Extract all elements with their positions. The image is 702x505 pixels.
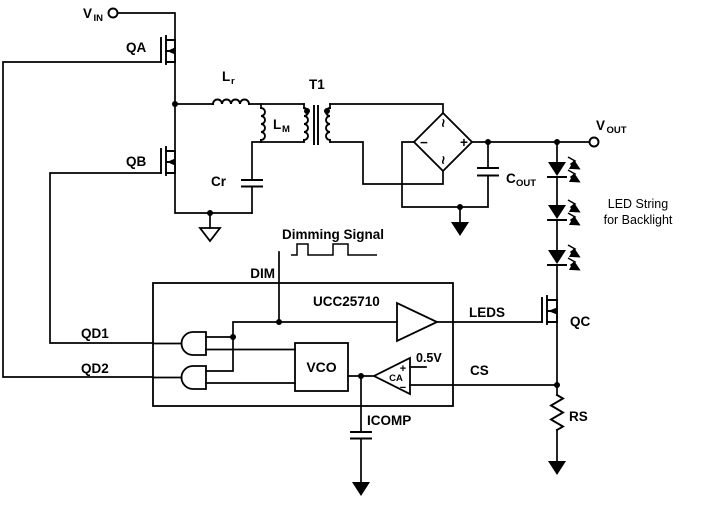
ca-label: CA (389, 373, 403, 384)
inductor-lr: L r (212, 69, 250, 105)
t1-primary-winding (303, 107, 309, 141)
mosfet-qa: QA (126, 35, 176, 65)
vco-label: VCO (306, 359, 336, 375)
vout-label: V (596, 118, 605, 133)
led-1 (548, 162, 566, 176)
icomp-capacitor (350, 431, 372, 440)
mosfet-qc: QC (541, 295, 591, 329)
bridge-rectifier: ~ ~ − + (412, 111, 474, 173)
cs-pin-label: CS (470, 363, 489, 378)
qd2-pin-label: QD2 (81, 361, 109, 376)
led-3 (548, 250, 566, 264)
bridge-minus: − (420, 135, 428, 150)
mosfet-qb: QB (126, 146, 176, 176)
lr-label-sub: r (231, 76, 235, 87)
led-string: LED String for Backlight (547, 141, 673, 301)
controller-part-number: UCC25710 (313, 294, 380, 309)
vout-terminal-circle (588, 136, 600, 148)
wire-primary-to-cr (251, 141, 305, 181)
ground-symbol-open (198, 227, 222, 243)
dimming-signal-label: Dimming Signal (282, 227, 384, 242)
dimming-waveform (291, 243, 377, 256)
wire-qb-source-rail (174, 172, 253, 214)
bridge-ac-top: ~ (434, 119, 451, 128)
cout-label: C (506, 171, 516, 186)
bridge-ac-bottom: ~ (434, 156, 451, 165)
ca-minus: − (400, 382, 406, 394)
led-caption-line1: LED String (608, 197, 668, 211)
led-2 (548, 205, 566, 219)
qa-label: QA (126, 40, 147, 55)
vco-block: VCO (294, 342, 349, 392)
qc-label: QC (570, 314, 591, 329)
vin-terminal: V IN (83, 6, 119, 24)
junction-dim (276, 319, 282, 325)
led-1-light-arrow (567, 169, 581, 183)
led-1-light-arrow (567, 156, 581, 170)
icomp-network: ICOMP (350, 375, 411, 496)
qb-body-arrow (167, 158, 175, 166)
dimming-signal-annotation: Dimming Signal (282, 227, 384, 256)
leds-pin-label: LEDS (469, 305, 505, 320)
qc-body-arrow (548, 307, 557, 315)
wire-secondary-top (329, 103, 444, 114)
led-3-light-arrow (567, 244, 581, 258)
error-amp-ca: CA + − 0.5V (371, 351, 442, 396)
lm-label: L (273, 117, 281, 132)
capacitor-cr: Cr (211, 174, 263, 214)
gate-driver-buffer (396, 301, 440, 343)
led-2-light-arrow (567, 199, 581, 213)
t1-primary-dot (304, 108, 310, 114)
wire-vin-to-qa (116, 12, 176, 41)
ground-symbol-filled (352, 482, 370, 496)
cr-label: Cr (211, 174, 227, 189)
and-gate-qd1 (152, 331, 296, 356)
inductor-lm: L M (260, 103, 290, 143)
secondary-ground (451, 206, 469, 236)
icomp-pin-label: ICOMP (367, 413, 411, 428)
rs-label: RS (569, 409, 588, 424)
vin-label-sub: IN (94, 13, 104, 24)
capacitor-cout: C OUT (477, 141, 536, 189)
ground-symbol-filled (451, 222, 469, 236)
led-3-light-arrow (567, 257, 581, 271)
controller-block (152, 282, 454, 407)
t1-secondary-winding (325, 107, 331, 141)
wire-qd1-to-qb-gate (49, 172, 162, 344)
t1-label: T1 (309, 77, 325, 92)
t1-secondary-dot (324, 108, 330, 114)
dim-pin-label: DIM (250, 266, 275, 281)
ca-plus: + (400, 363, 406, 375)
qb-label: QB (126, 154, 147, 169)
vref-label: 0.5V (416, 351, 442, 365)
lr-label: L (222, 69, 230, 84)
led-2-light-arrow (567, 212, 581, 226)
vin-label: V (83, 6, 92, 21)
lm-label-sub: M (282, 124, 290, 135)
ground-symbol-filled (548, 461, 566, 475)
vin-terminal-circle (107, 7, 119, 19)
vout-label-sub: OUT (607, 125, 627, 136)
transformer-t1: T1 (303, 77, 331, 145)
primary-ground (198, 212, 222, 243)
wire-bridge-neg-rail (401, 141, 489, 208)
t1-core (313, 105, 319, 145)
and-gate-qd2 (152, 365, 296, 390)
vout-terminal: V OUT (588, 118, 627, 148)
wire-qd2-to-qa-gate (2, 61, 162, 378)
qa-body-arrow (167, 47, 175, 55)
resistor-rs: RS (548, 384, 588, 475)
bridge-plus: + (460, 135, 468, 150)
cout-label-sub: OUT (516, 178, 536, 189)
wire-dim-bus (205, 321, 398, 372)
wire-secondary-bottom (329, 141, 444, 185)
qd1-pin-label: QD1 (81, 326, 109, 341)
led-caption-line2: for Backlight (604, 213, 673, 227)
